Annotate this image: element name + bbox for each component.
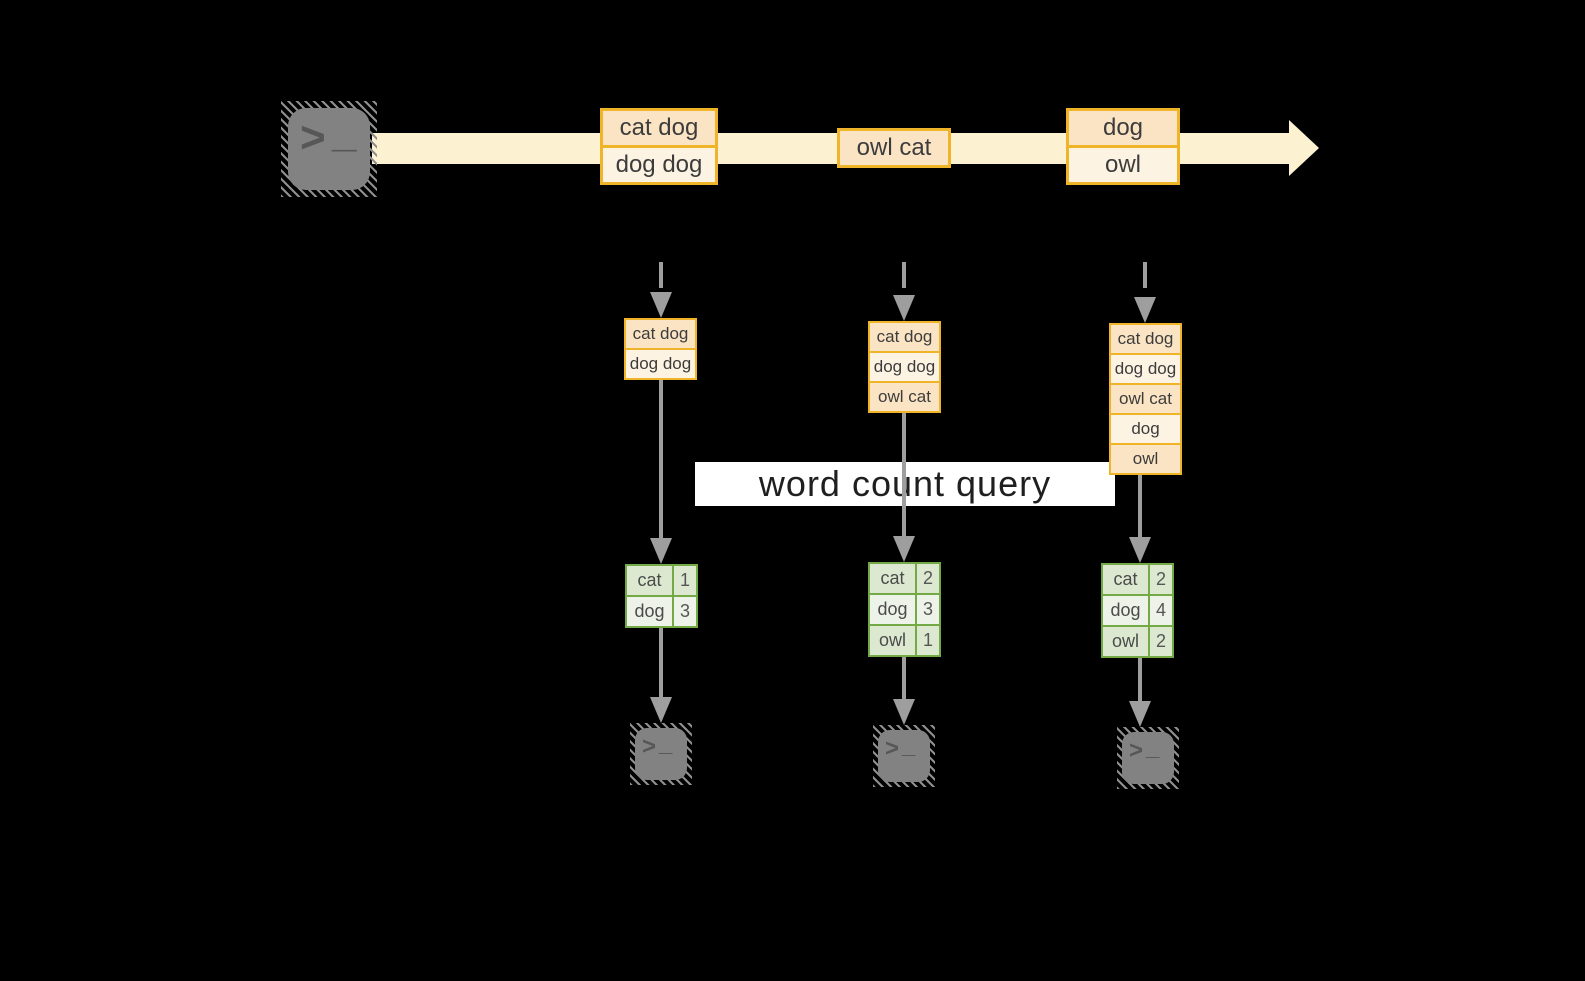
buffer-item: cat dog (1109, 323, 1182, 355)
arrow-head (893, 699, 915, 725)
prompt-cursor: _ (1146, 734, 1160, 761)
stream-event-line: dog (1066, 108, 1180, 148)
count-cell: 2 (915, 562, 941, 595)
table-row: cat 2 (1101, 563, 1174, 596)
buffer-item: owl cat (868, 381, 941, 413)
stream-event-line: dog dog (600, 145, 718, 185)
stream-event-line: owl (1066, 145, 1180, 185)
word-cell: owl (1101, 625, 1150, 658)
stream-event-1: cat dog dog dog (600, 108, 718, 185)
count-cell: 1 (915, 624, 941, 657)
count-table-2: cat 2 dog 3 owl 1 (868, 562, 941, 657)
word-cell: dog (625, 595, 674, 628)
arrow-line (659, 379, 663, 539)
buffer-item: owl cat (1109, 383, 1182, 415)
terminal-screen: > _ (288, 108, 370, 190)
buffer-stack-3: cat dog dog dog owl cat dog owl (1109, 323, 1182, 475)
sink-terminal-icon-3: > _ (1117, 727, 1179, 789)
count-cell: 3 (915, 593, 941, 626)
prompt-symbol: > (642, 733, 657, 760)
prompt-symbol: > (300, 113, 326, 162)
stream-event-line: owl cat (837, 128, 951, 168)
table-row: owl 2 (1101, 625, 1174, 658)
arrow-head (1129, 701, 1151, 727)
count-cell: 2 (1148, 563, 1174, 596)
arrow-head (893, 536, 915, 562)
arrow-line (902, 655, 906, 699)
count-table-3: cat 2 dog 4 owl 2 (1101, 563, 1174, 658)
terminal-screen: > _ (1122, 732, 1174, 784)
table-row: dog 3 (625, 595, 698, 628)
buffer-item: dog dog (1109, 353, 1182, 385)
word-cell: cat (625, 564, 674, 597)
buffer-item: dog dog (624, 348, 697, 380)
buffer-item: dog (1109, 413, 1182, 445)
sink-terminal-icon-1: > _ (630, 723, 692, 785)
buffer-stack-2: cat dog dog dog owl cat (868, 321, 941, 413)
stream-arrowhead (1289, 120, 1319, 176)
arrow-head (650, 697, 672, 723)
arrow-head (1129, 537, 1151, 563)
word-cell: cat (1101, 563, 1150, 596)
prompt-symbol: > (1129, 737, 1144, 764)
dashed-arrow-head (1134, 297, 1156, 323)
source-terminal-icon: > _ (281, 101, 377, 197)
count-cell: 2 (1148, 625, 1174, 658)
dashed-arrow-line (902, 262, 906, 288)
count-table-1: cat 1 dog 3 (625, 564, 698, 628)
arrow-line (902, 411, 906, 538)
table-row: owl 1 (868, 624, 941, 657)
word-cell: cat (868, 562, 917, 595)
count-cell: 3 (672, 595, 698, 628)
word-cell: dog (1101, 594, 1150, 627)
word-cell: dog (868, 593, 917, 626)
prompt-cursor: _ (332, 107, 357, 156)
terminal-screen: > _ (635, 728, 687, 780)
word-cell: owl (868, 624, 917, 657)
buffer-stack-1: cat dog dog dog (624, 318, 697, 380)
count-cell: 1 (672, 564, 698, 597)
arrow-line (659, 627, 663, 697)
dashed-arrow-head (893, 295, 915, 321)
arrow-line (1138, 656, 1142, 701)
stream-event-3: dog owl (1066, 108, 1180, 185)
buffer-item: owl (1109, 443, 1182, 475)
dashed-arrow-head (650, 292, 672, 318)
table-row: dog 4 (1101, 594, 1174, 627)
prompt-symbol: > (885, 735, 900, 762)
stream-event-line: cat dog (600, 108, 718, 148)
stream-event-2: owl cat (837, 128, 951, 168)
table-row: cat 2 (868, 562, 941, 595)
table-row: dog 3 (868, 593, 941, 626)
dashed-arrow-line (1143, 262, 1147, 288)
arrow-head (650, 538, 672, 564)
prompt-cursor: _ (902, 732, 916, 759)
count-cell: 4 (1148, 594, 1174, 627)
sink-terminal-icon-2: > _ (873, 725, 935, 787)
dashed-arrow-line (659, 262, 663, 288)
arrow-line (1138, 472, 1142, 539)
buffer-item: dog dog (868, 351, 941, 383)
buffer-item: cat dog (624, 318, 697, 350)
buffer-item: cat dog (868, 321, 941, 353)
prompt-cursor: _ (659, 730, 673, 757)
table-row: cat 1 (625, 564, 698, 597)
terminal-screen: > _ (878, 730, 930, 782)
